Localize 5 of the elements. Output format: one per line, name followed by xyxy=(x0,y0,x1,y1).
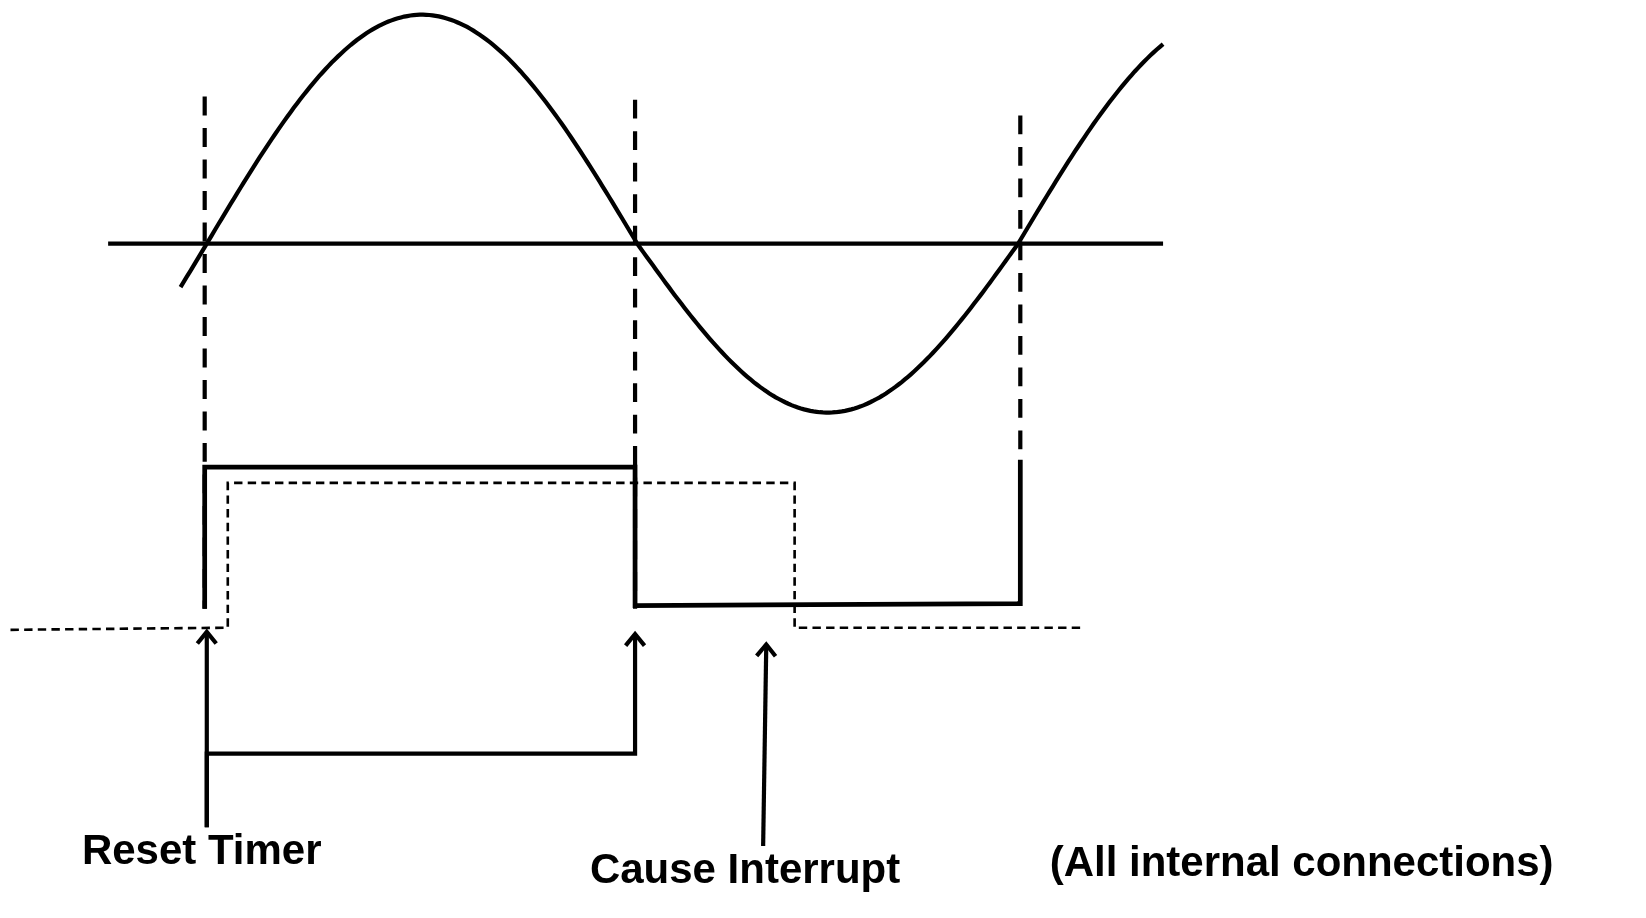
arrow xyxy=(204,631,647,828)
note-text: (All internal connections) xyxy=(1049,839,1554,884)
signal-label: Cause Interrupt xyxy=(589,846,901,891)
arrow xyxy=(754,642,778,847)
signal-label: Reset Timer xyxy=(81,827,322,872)
